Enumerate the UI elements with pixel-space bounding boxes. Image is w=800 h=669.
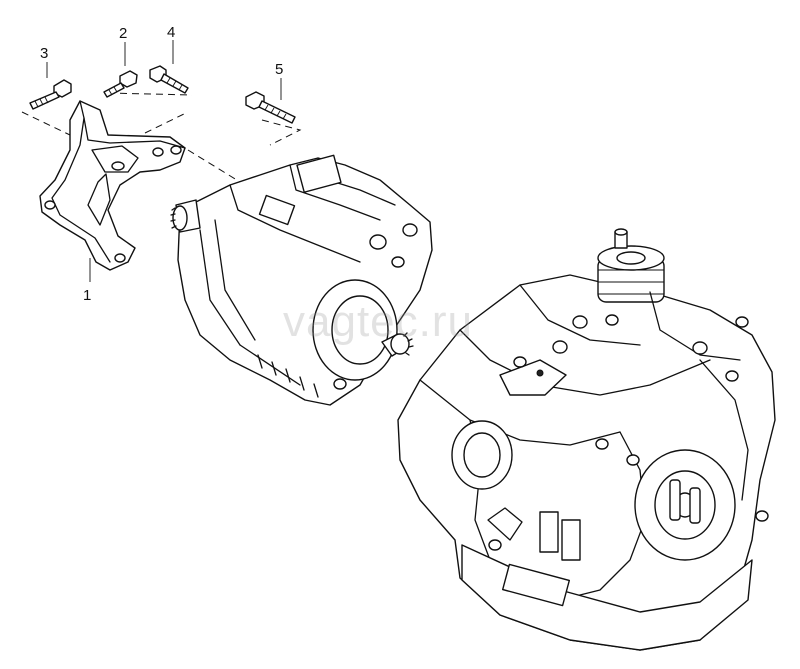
alternator-unit	[170, 154, 433, 406]
bracket-1	[39, 100, 186, 271]
transmission-housing	[397, 228, 776, 651]
bolt-5	[245, 91, 296, 124]
callout-labels: 1 2 3 4 5	[40, 24, 283, 304]
callout-1: 1	[83, 287, 91, 304]
bolt-3	[29, 79, 72, 110]
callout-3: 3	[40, 45, 48, 62]
callout-2: 2	[119, 25, 127, 42]
watermark: vagtec.ru	[283, 297, 473, 346]
callout-5: 5	[275, 61, 283, 78]
bolt-4	[149, 65, 189, 94]
assembly-leader-lines	[21, 40, 302, 282]
bolt-2	[103, 70, 138, 98]
callout-4: 4	[167, 24, 175, 41]
